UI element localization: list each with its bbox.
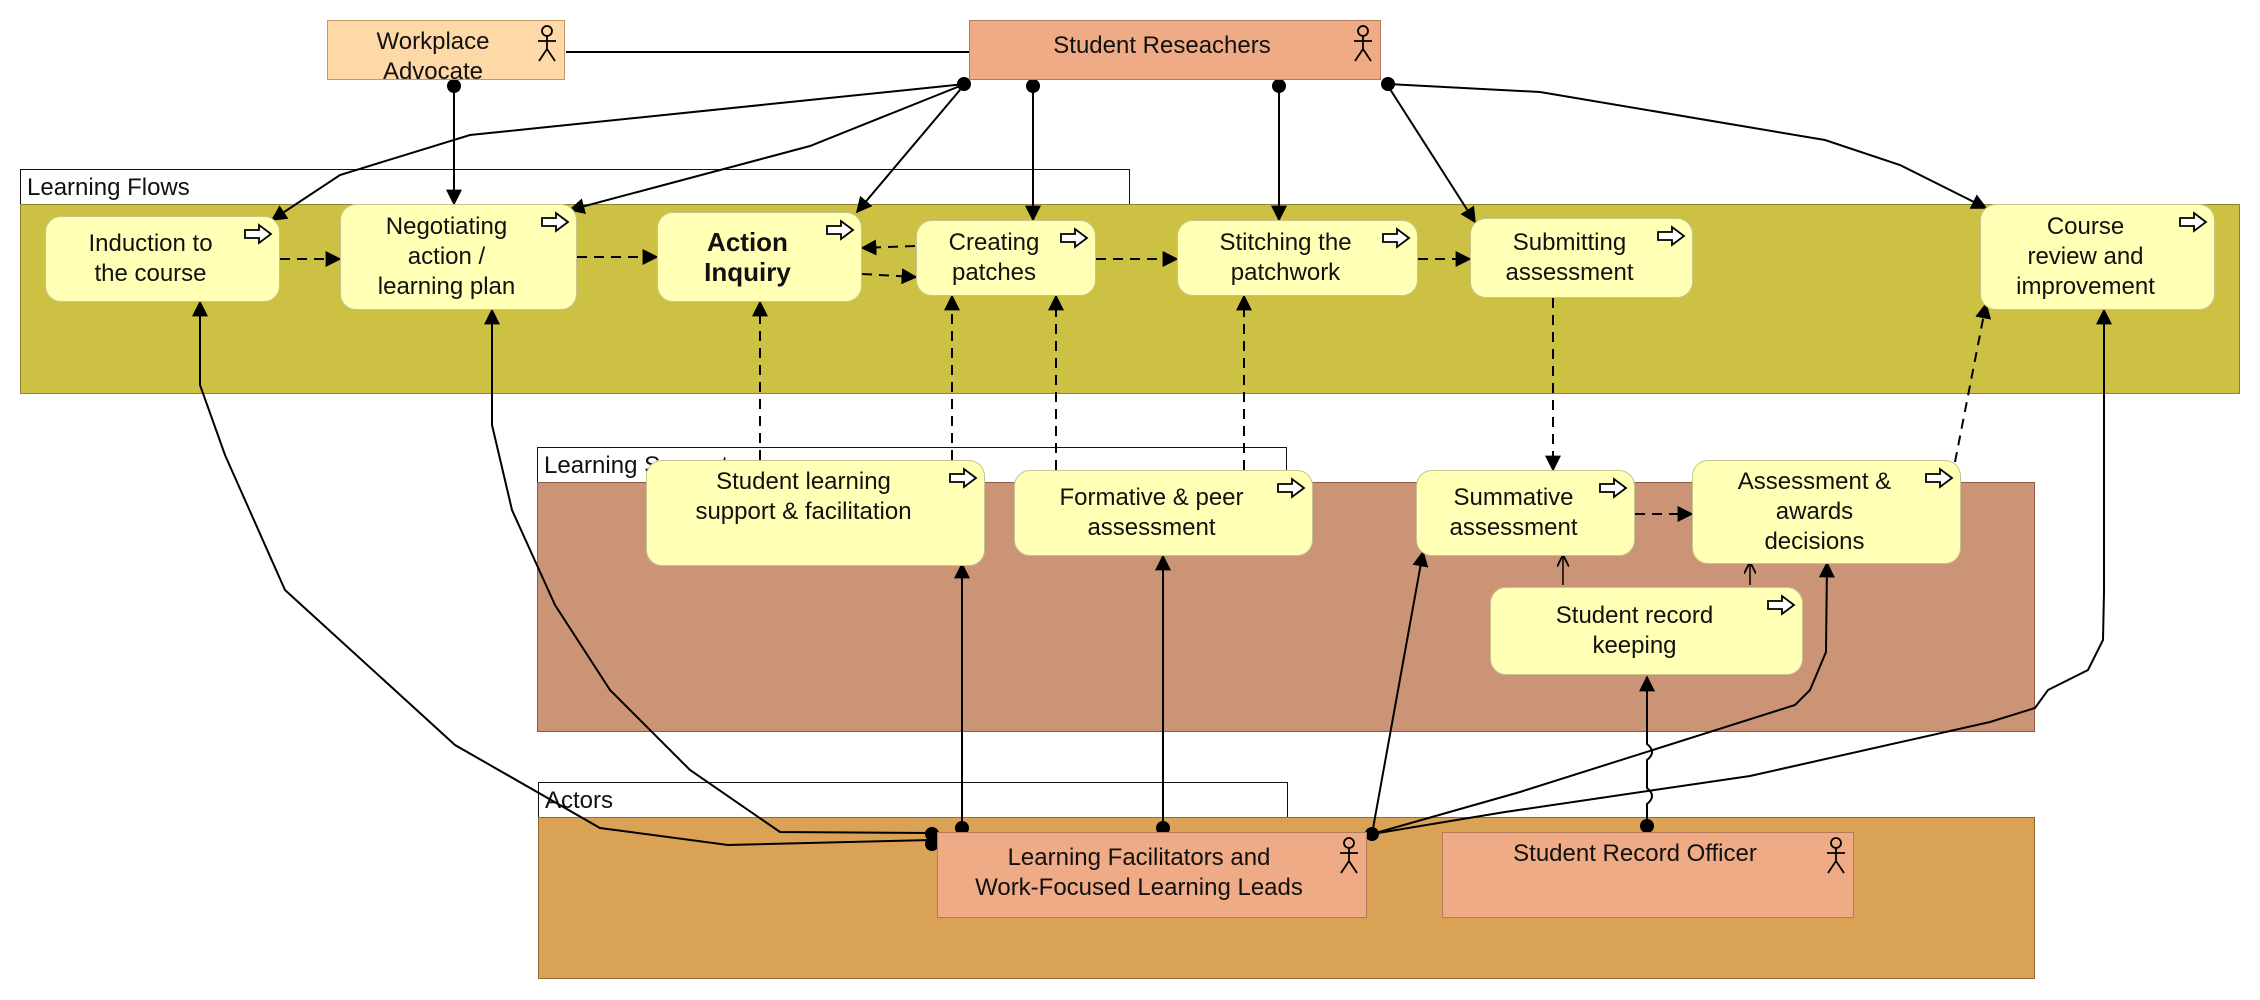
assign-researchers-negotiating (568, 83, 966, 215)
process-arrow-icon (1599, 477, 1628, 499)
junction-dot (1272, 79, 1286, 93)
process-label: Negotiating action / learning plan (377, 213, 516, 300)
process-label: Stitching the patchwork (1219, 229, 1352, 286)
assign-researchers-action-inquiry (855, 83, 966, 214)
junction-dot (1640, 819, 1654, 833)
flow-awards-course-review (1954, 302, 1992, 463)
process-submitting[interactable]: Submitting assessment (1470, 218, 1693, 298)
process-student-support[interactable]: Student learning support & facilitation (646, 460, 985, 566)
actor-label: Learning Facilitators and Work-Focused L… (975, 844, 1303, 901)
assign-researchers-submitting (1387, 85, 1476, 224)
flow-creating-patches-action-inquiry (860, 239, 916, 256)
process-arrow-icon (826, 219, 855, 241)
process-arrow-icon (541, 211, 570, 233)
process-formative[interactable]: Formative & peer assessment (1014, 470, 1313, 556)
assign-facilitators-course-review (1371, 308, 2112, 835)
person-icon (1340, 837, 1358, 874)
process-arrow-icon (949, 467, 978, 489)
actor-student-record-officer[interactable]: Student Record Officer (1442, 832, 1854, 918)
actor-student-researchers[interactable]: Student Reseachers (969, 20, 1381, 80)
process-label: Action Inquiry (704, 227, 791, 287)
person-icon (1827, 837, 1845, 874)
process-arrow-icon (1767, 594, 1796, 616)
assign-officer-record-keeping (1639, 675, 1655, 826)
person-icon (538, 25, 556, 62)
junction-dot (1365, 827, 1379, 841)
flow-action-inquiry-creating-patches (861, 268, 918, 285)
junction-dot (1026, 79, 1040, 93)
process-assessment-awards[interactable]: Assessment & awards decisions (1692, 460, 1961, 564)
process-arrow-icon (1277, 477, 1306, 499)
process-label: Creating patches (948, 229, 1040, 286)
junction-dot (1156, 821, 1170, 835)
process-arrow-icon (1925, 467, 1954, 489)
process-arrow-icon (1657, 225, 1686, 247)
process-arrow-icon (1060, 227, 1089, 249)
process-label: Summative assessment (1449, 484, 1578, 541)
process-record-keeping[interactable]: Student record keeping (1490, 587, 1803, 675)
assign-researchers-course-review (1387, 83, 1988, 209)
assign-facilitators-awards (1371, 561, 1835, 835)
process-label: Submitting assessment (1505, 229, 1634, 286)
process-label: Student learning support & facilitation (695, 468, 912, 525)
actor-label: Student Record Officer (1513, 840, 1757, 867)
process-action-inquiry[interactable]: Action Inquiry (657, 212, 862, 302)
actor-learning-facilitators[interactable]: Learning Facilitators and Work-Focused L… (937, 832, 1367, 918)
junction-dot (957, 77, 971, 91)
process-label: Induction to the course (88, 230, 213, 287)
assign-facilitators-summative (1371, 550, 1429, 835)
process-arrow-icon (1382, 227, 1411, 249)
process-induction[interactable]: Induction to the course (45, 216, 280, 302)
junction-dot (925, 827, 939, 841)
junction-dot (447, 79, 461, 93)
process-stitching[interactable]: Stitching the patchwork (1177, 220, 1418, 296)
assign-researchers-induction (270, 83, 966, 221)
junction-dot (1381, 77, 1395, 91)
process-label: Assessment & awards decisions (1737, 468, 1892, 555)
process-label: Course review and improvement (2016, 213, 2155, 300)
process-arrow-icon (244, 223, 273, 245)
process-label: Formative & peer assessment (1059, 484, 1244, 541)
junction-dot (955, 821, 969, 835)
process-course-review[interactable]: Course review and improvement (1980, 204, 2215, 310)
assign-facilitators-negotiating (484, 308, 933, 834)
process-negotiating[interactable]: Negotiating action / learning plan (340, 204, 577, 310)
actor-workplace-advocate[interactable]: Workplace Advocate (327, 20, 565, 80)
actor-label: Workplace Advocate (376, 28, 490, 80)
actor-label: Student Reseachers (1053, 32, 1271, 59)
person-icon (1354, 25, 1372, 62)
process-summative[interactable]: Summative assessment (1416, 470, 1635, 556)
process-arrow-icon (2179, 211, 2208, 233)
assign-facilitators-induction (192, 300, 933, 847)
process-creating-patches[interactable]: Creating patches (916, 220, 1096, 296)
process-label: Student record keeping (1555, 602, 1714, 659)
junction-dot (925, 837, 939, 851)
